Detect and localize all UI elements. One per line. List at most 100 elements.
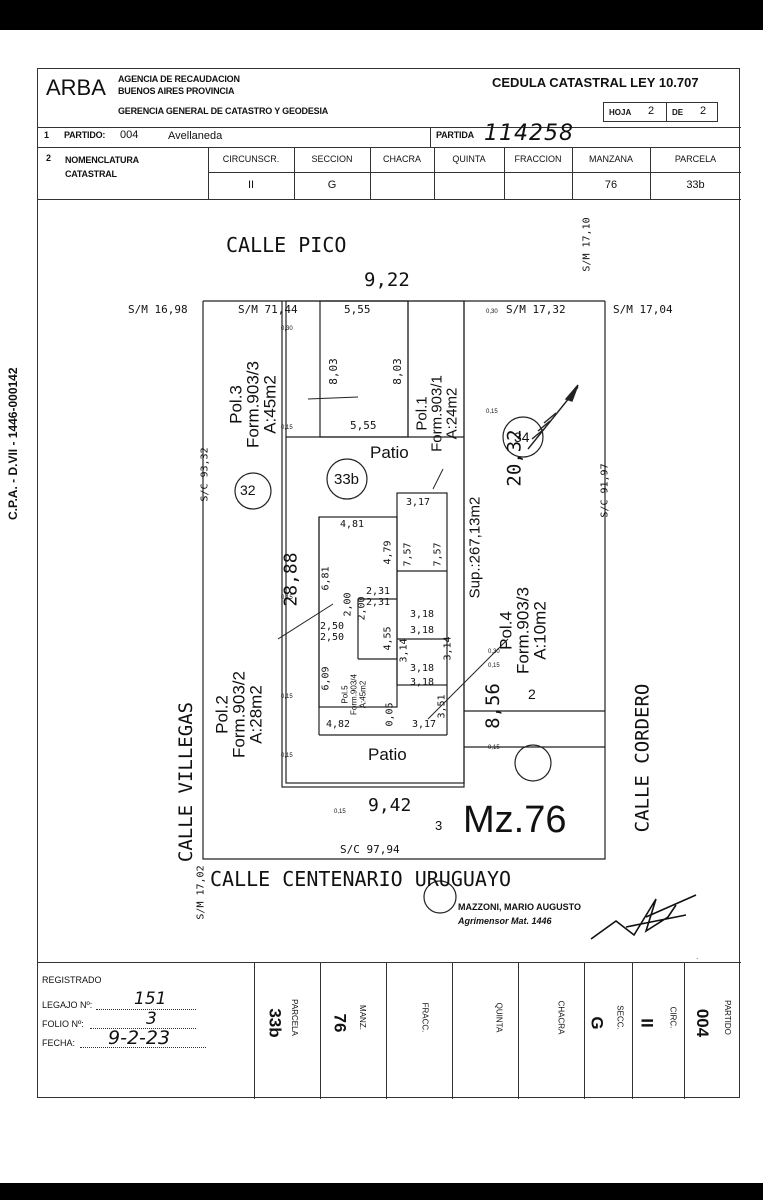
pol2-label: Pol.2 Form.903/2 A:28m2 [212,660,266,770]
lado-der: 20,32 [503,429,526,487]
footer-circ-label: CIRC. [668,1006,678,1029]
legajo-label: LEGAJO Nº: [42,1000,93,1010]
pol4-label: Pol.4 Form.903/3 A:10m2 [496,576,550,686]
dim-3-14b: 3,14 [442,636,454,661]
pol1-line3: A:24m2 [443,387,461,440]
col-parcela: PARCELA [674,154,717,164]
agency-line1: AGENCIA DE RECAUDACION [118,74,240,84]
divider [294,147,295,199]
dim-4-82: 4,82 [326,719,351,730]
dim-2-00b: 2,00 [356,596,368,621]
sm-17-02: S/M 17,02 [195,865,207,920]
dim-3-14a: 3,14 [398,638,410,663]
de-box: DE 2 [666,102,718,122]
nomenclatura-label: NOMENCLATURA [65,155,139,165]
col-fraccion: FRACCION [514,154,562,164]
pol2-line2: Form.903/2 [229,671,249,758]
frente-top: 9,22 [364,269,410,291]
divider [572,147,573,199]
street-right: CALLE CORDERO [631,683,654,833]
hoja-label: HOJA [609,108,632,117]
legajo-line [96,1009,196,1010]
footer-chacra-label: CHACRA [556,1000,566,1035]
dim-8-03b: 8,03 [390,358,404,385]
divider [38,127,741,128]
folio-label: FOLIO Nº: [42,1019,84,1029]
divider [684,962,685,1099]
dim-3-51: 3,51 [436,694,448,719]
pol4-box [396,492,448,686]
surveyor-title: Agrimensor Mat. 1446 [458,916,552,926]
dim-0-15h: 0,15 [334,809,346,815]
arba-logo: ARBA [46,75,106,100]
divider [208,147,209,199]
sm-17-10: S/M 17,10 [581,217,593,272]
divider [370,147,371,199]
divider [38,962,741,963]
pol3-line3: A:45m2 [260,375,280,434]
block-outline [202,301,606,860]
divider [632,962,633,1099]
col-circunscr: CIRCUNSCR. [222,154,280,164]
dim-5-55-mid: 5,55 [350,419,377,432]
dim-4-55: 4,55 [382,626,394,651]
dim-0-30a: 0,30 [281,326,293,332]
sm-71-44: S/M 71,44 [238,303,298,316]
divider [320,962,321,1099]
top-black-bar [0,0,763,30]
divider [38,147,741,148]
parcel-2-circle [514,744,552,782]
pol1-line1: Pol.1 [413,396,431,431]
val-parcela: 33b [686,179,705,191]
col-manzana: MANZANA [588,154,633,164]
pol1-label: Pol.1 Form.903/1 A:24m2 [413,369,461,459]
dim-0-15f: 0,15 [488,745,500,751]
sc-93-32: S/C 93,32 [199,447,211,502]
row2-number: 2 [46,153,51,163]
col-quinta: QUINTA [452,154,486,164]
dim-0-15c: 0,15 [281,595,293,601]
dim-0-15g: 0,15 [281,753,293,759]
parcel-34: 34 [514,429,530,445]
agency-line2: BUENOS AIRES PROVINCIA [118,86,235,96]
val-manzana: 76 [604,179,618,191]
footer-parcela-label: PARCELA [289,999,299,1036]
partido-value: 004 [120,129,139,141]
dim-3-17a: 3,17 [406,497,431,508]
nomenclatura-table: CIRCUNSCR. SECCION CHACRA QUINTA FRACCIO… [208,147,741,199]
fecha-value: 9-2-23 [108,1027,171,1049]
side-code: C.P.A. - D.VII - 1446-000142 [6,367,20,520]
parcel-33b: 33b [334,471,360,488]
de-label: DE [672,108,684,117]
lado-der2: 8,56 [481,683,504,729]
sm-17-04: S/M 17,04 [613,303,673,316]
pol3-line2: Form.903/3 [243,361,263,448]
dim-0-05: 0,05 [384,702,396,727]
dim-6-09: 6,09 [320,666,332,691]
sup-label: Sup.:267,13m2 [466,496,484,599]
doc-title: CEDULA CATASTRAL LEY 10.707 [492,75,699,90]
pol2-line3: A:28m2 [246,685,266,744]
dim-3-18a: 3,18 [410,609,435,620]
north-arrow-head [564,384,579,402]
surveyor-name: MAZZONI, MARIO AUGUSTO [458,902,581,912]
divider [584,962,585,1099]
agency-line3: GERENCIA GENERAL DE CATASTRO Y GEODESIA [118,106,329,116]
val-circunscr: II [247,179,255,191]
legajo-value: 151 [134,989,167,1009]
partido-name: Avellaneda [168,130,223,142]
pol2-line1: Pol.2 [212,695,232,734]
bottom-black-bar [0,1183,763,1200]
parcel-2: 2 [528,686,536,702]
parcel-33b-circle [326,458,368,500]
hoja-value: 2 [648,105,655,117]
dim-2-31a: 2,31 [366,586,391,597]
sc-97-94: S/C 97,94 [340,843,400,856]
cedula-document: ARBA AGENCIA DE RECAUDACION BUENOS AIRES… [37,68,741,1099]
col-seccion: SECCION [311,154,353,164]
pol4-line1: Pol.4 [496,611,516,650]
patio-bottom: Patio [368,745,407,764]
dim-4-81: 4,81 [340,519,365,530]
row1-number: 1 [44,130,49,140]
sm-16-98: S/M 16,98 [128,303,188,316]
